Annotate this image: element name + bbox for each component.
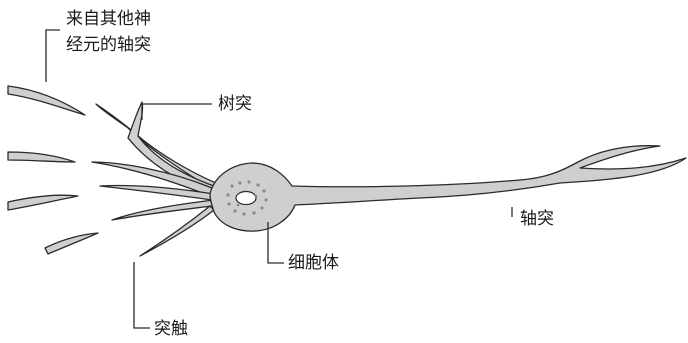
label-axon: 轴突: [520, 208, 554, 230]
label-cell-body: 细胞体: [288, 252, 339, 274]
label-dendrite: 树突: [218, 93, 252, 115]
incoming-axon-1: [8, 86, 85, 115]
incoming-axon-2: [8, 152, 75, 162]
leader-incoming-axons: [46, 30, 60, 82]
incoming-axon-4: [45, 233, 98, 254]
label-incoming-axons-line2: 经元的轴突: [66, 34, 151, 56]
leader-dendrite: [142, 104, 212, 120]
label-synapse: 突触: [154, 318, 188, 340]
leader-synapse: [134, 262, 150, 328]
nucleus: [236, 192, 256, 205]
label-incoming-axons-line1: 来自其他神: [66, 8, 151, 30]
soma-and-axon: [210, 146, 686, 231]
incoming-axon-3: [8, 195, 78, 210]
